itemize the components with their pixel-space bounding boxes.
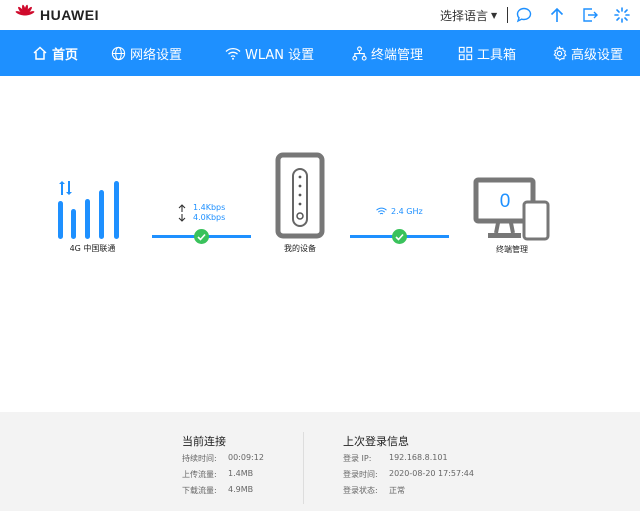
login-status-value: 正常 (389, 486, 405, 495)
brand-name: HUAWEI (40, 7, 99, 23)
terminal-devices-widget[interactable]: 0 (473, 177, 551, 241)
last-login-title: 上次登录信息 (343, 435, 409, 448)
huawei-logo[interactable]: HUAWEI (14, 4, 99, 26)
globe-icon (111, 46, 126, 60)
nav-item-network-settings[interactable]: 网络设置 (111, 30, 182, 76)
signal-strength-icon[interactable] (55, 181, 130, 239)
nav-item-label: WLAN 设置 (245, 47, 315, 63)
wifi-icon (225, 47, 241, 60)
wan-status-check-icon (194, 229, 209, 244)
wifi-small-icon (376, 207, 387, 215)
huawei-logo-icon (15, 4, 35, 16)
login-ip-value: 192.168.8.101 (389, 453, 448, 462)
nav-item-terminal-management[interactable]: 终端管理 (352, 30, 423, 76)
login-time-label: 登录时间: (343, 470, 378, 479)
main-nav: 首页 网络设置 WLAN 设置 终端管理 工具箱 (0, 30, 640, 76)
nav-item-label: 高级设置 (571, 47, 624, 63)
nav-item-advanced-settings[interactable]: 高级设置 (552, 30, 623, 76)
download-traffic-label: 下载流量: (182, 486, 217, 495)
transfer-arrows-icon (178, 204, 186, 222)
loading-icon[interactable] (613, 6, 631, 24)
duration-label: 持续时间: (182, 454, 217, 463)
duration-value: 00:09:12 (228, 453, 264, 462)
language-label: 选择语言 (440, 9, 489, 23)
chat-icon[interactable] (515, 6, 533, 24)
login-time-value: 2020-08-20 17:57:44 (389, 469, 474, 478)
network-icon (352, 45, 367, 61)
terminal-count: 0 (499, 191, 511, 212)
router-device-icon[interactable] (275, 152, 325, 239)
download-rate: 4.0Kbps (193, 213, 226, 222)
current-connection-title: 当前连接 (182, 435, 226, 448)
home-icon (33, 46, 47, 60)
caret-down-icon: ▼ (491, 11, 498, 20)
nav-item-wlan-settings[interactable]: WLAN 设置 (225, 30, 314, 76)
footer-divider (303, 432, 304, 504)
language-selector[interactable]: 选择语言 ▼ (440, 7, 497, 24)
network-label: 4G 中国联通 (69, 244, 116, 253)
login-status-label: 登录状态: (343, 486, 378, 495)
nav-item-toolbox[interactable]: 工具箱 (458, 30, 516, 76)
logout-icon[interactable] (581, 6, 599, 24)
nav-item-home[interactable]: 首页 (32, 30, 78, 76)
wifi-band: 2.4 GHz (391, 207, 423, 216)
grid-icon (458, 46, 473, 60)
monitor-phone-icon (473, 177, 550, 241)
upload-traffic-value: 1.4MB (228, 469, 254, 478)
terminal-label: 终端管理 (496, 245, 528, 254)
gear-icon (553, 45, 567, 61)
connection-info-panel: 当前连接 持续时间: 00:09:12 上传流量: 1.4MB 下载流量: 4.… (0, 412, 640, 511)
nav-item-label: 首页 (52, 47, 79, 63)
upload-traffic-label: 上传流量: (182, 470, 217, 479)
nav-item-label: 终端管理 (371, 47, 424, 63)
lan-status-check-icon (392, 229, 407, 244)
upload-icon[interactable] (548, 6, 566, 24)
nav-item-label: 工具箱 (477, 47, 517, 63)
upload-rate: 1.4Kbps (193, 203, 226, 212)
nav-item-label: 网络设置 (130, 47, 183, 63)
device-label: 我的设备 (284, 244, 316, 253)
top-header: HUAWEI 选择语言 ▼ (0, 0, 640, 30)
header-divider (507, 7, 508, 23)
login-ip-label: 登录 IP: (343, 454, 372, 463)
download-traffic-value: 4.9MB (228, 485, 254, 494)
